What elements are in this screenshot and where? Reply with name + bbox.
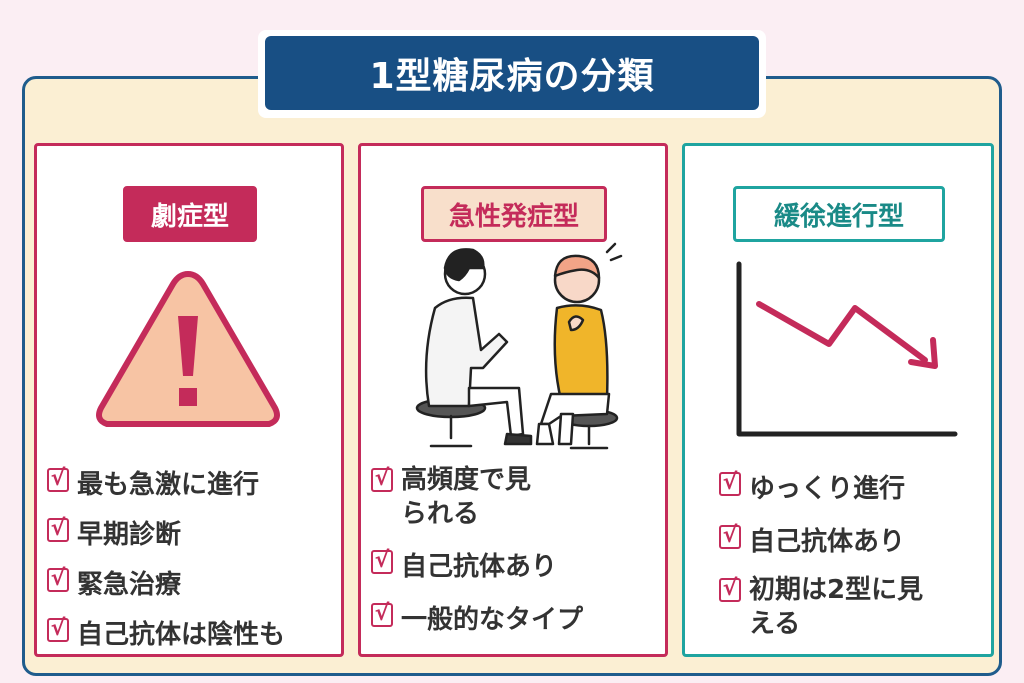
check-icon: √ [47,568,69,592]
list-item: √一般的なタイプ [371,599,583,636]
doctor-patient-illustration [415,242,623,450]
check-icon: √ [47,468,69,492]
panel-label-slow: 緩徐進行型 [733,186,945,242]
list-item: √早期診断 [47,514,285,551]
list-item: √緊急治療 [47,564,285,601]
check-icon: √ [719,578,741,602]
list-item: √ゆっくり進行 [719,468,935,505]
list-item: √初期は2型に見える [719,574,935,642]
check-icon: √ [47,518,69,542]
declining-graph-icon [736,261,958,437]
panel-slow-progressive: 緩徐進行型 √ゆっくり進行 √自己抗体あり √初期は2型に見える [682,143,994,657]
check-icon: √ [371,549,393,574]
check-icon: √ [47,618,69,642]
check-icon: √ [371,602,393,627]
feature-list-slow: √ゆっくり進行 √自己抗体あり √初期は2型に見える [719,468,935,642]
panel-label-fulminant: 劇症型 [123,186,257,242]
feature-list-acute: √高頻度で見られる √自己抗体あり √一般的なタイプ [371,464,583,636]
panel-label-acute: 急性発症型 [421,186,607,242]
warning-triangle-icon [96,271,280,427]
list-item: √高頻度で見られる [371,464,583,532]
list-item: √自己抗体は陰性も [47,614,285,651]
check-icon: √ [719,525,741,549]
page-title: 1型糖尿病の分類 [265,36,759,110]
list-item: √自己抗体あり [371,546,583,583]
list-item: √自己抗体あり [719,521,935,558]
panel-fulminant: 劇症型 √最も急激に進行 √早期診断 √緊急治療 √自己抗体は陰性も [34,143,344,657]
feature-list-fulminant: √最も急激に進行 √早期診断 √緊急治療 √自己抗体は陰性も [47,464,285,651]
list-item: √最も急激に進行 [47,464,285,501]
check-icon: √ [719,472,741,496]
check-icon: √ [371,468,393,492]
panel-acute: 急性発症型 [358,143,668,657]
